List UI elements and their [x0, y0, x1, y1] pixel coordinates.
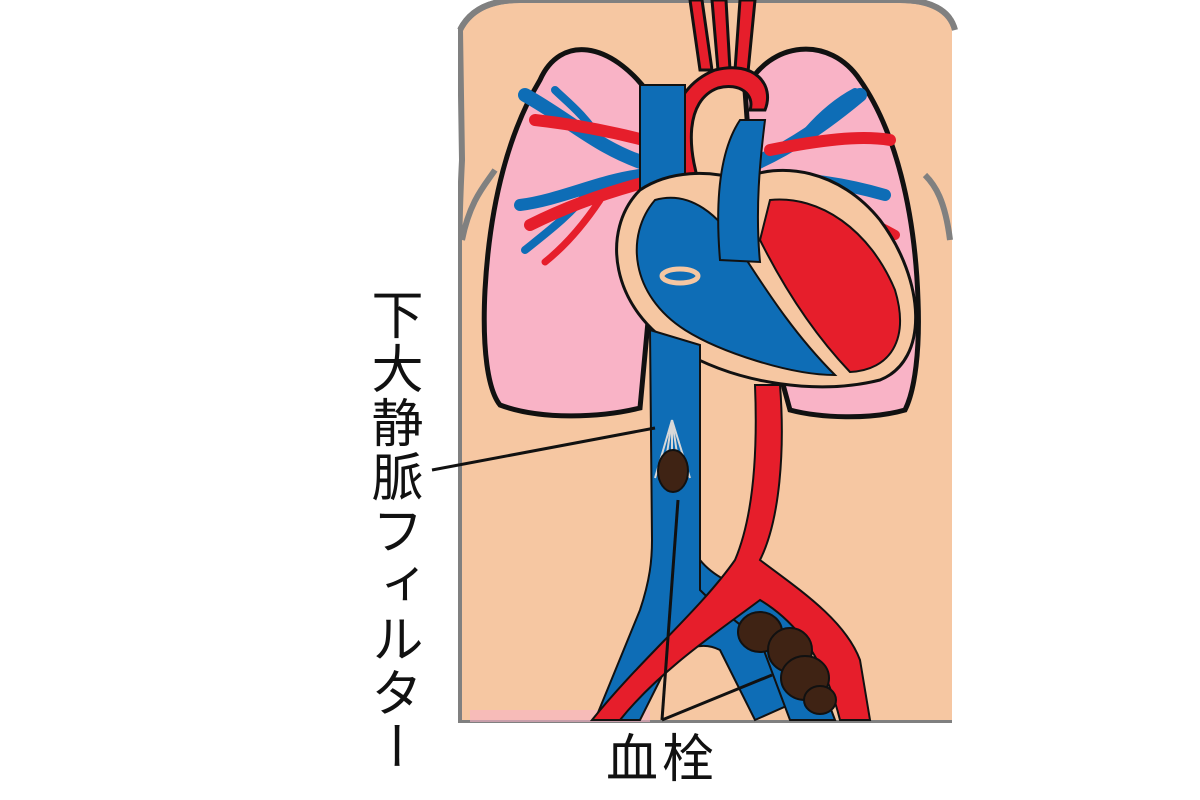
left-ventricle — [758, 198, 901, 374]
thrombus-iliac — [737, 611, 837, 715]
thrombus-leader-line-1 — [660, 499, 680, 721]
thrombus-leader-line-2 — [661, 673, 773, 722]
descending-aorta — [589, 384, 872, 721]
thrombus-in-filter — [657, 449, 689, 493]
heart — [615, 119, 918, 389]
aorta — [670, 0, 770, 202]
thrombus-label: 血栓 — [606, 730, 719, 790]
tricuspid-valve — [659, 266, 701, 286]
ivc-filter-label: 下大静脈フィルター — [362, 288, 422, 774]
ivc-filter-leader-line — [431, 426, 656, 472]
